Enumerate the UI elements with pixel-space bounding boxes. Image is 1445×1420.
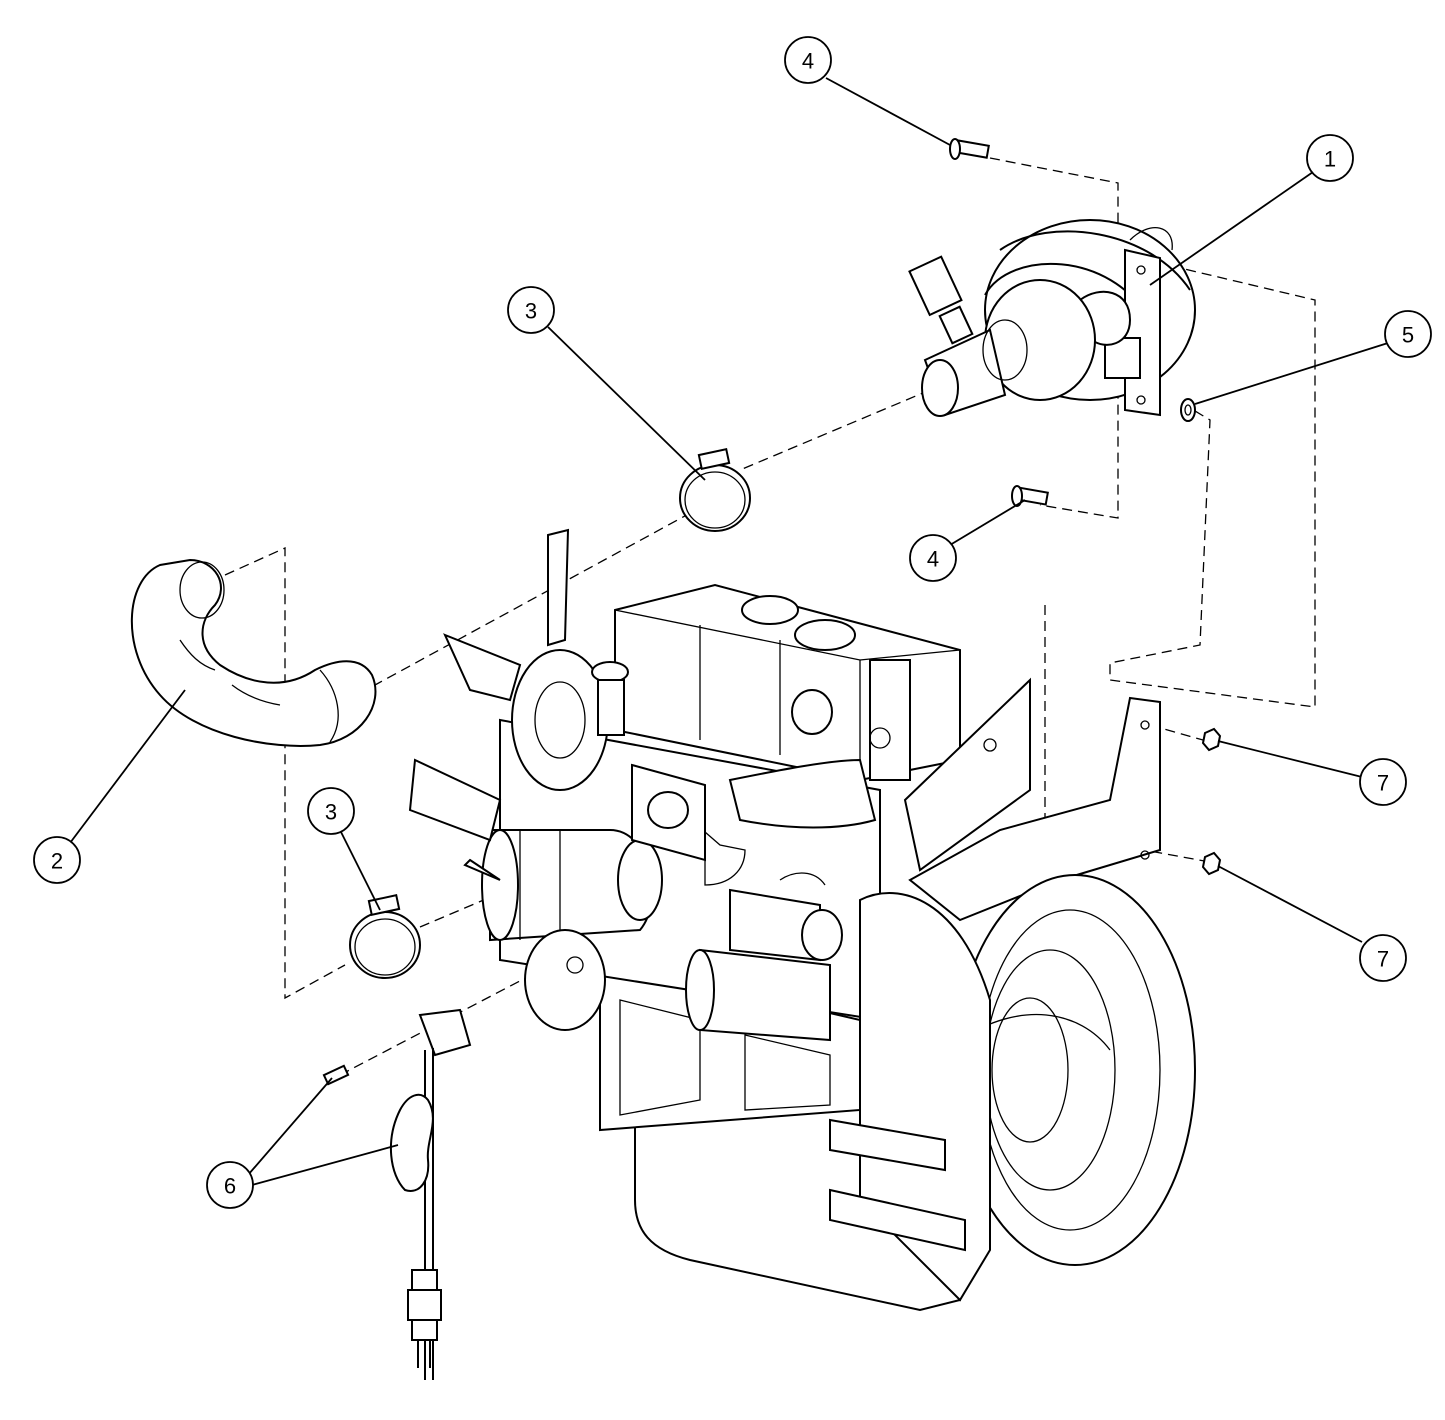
callout-7-low: 7 [1359, 934, 1407, 982]
engine-assembly [408, 528, 1196, 1312]
callout-3-low-label: 3 [325, 800, 337, 825]
nut-top [1201, 727, 1222, 752]
bolt-mid [1011, 485, 1049, 507]
callout-4-top: 4 [784, 36, 832, 84]
callout-3-top-label: 3 [525, 299, 537, 324]
sensor-harness-part [322, 1008, 472, 1380]
hose-part [130, 558, 377, 747]
callout-5: 5 [1384, 310, 1432, 358]
callout-4-mid: 4 [909, 534, 957, 582]
callout-6-label: 6 [224, 1174, 236, 1199]
hose-clamp-top [679, 448, 751, 532]
callout-5-label: 5 [1402, 323, 1414, 348]
bolt-top [949, 138, 990, 160]
callout-1: 1 [1306, 134, 1354, 182]
callout-1-label: 1 [1324, 147, 1336, 172]
callout-7-low-label: 7 [1377, 947, 1389, 972]
callout-2-label: 2 [51, 849, 63, 874]
callout-6: 6 [206, 1161, 254, 1209]
hose-clamp-low [349, 894, 421, 979]
callout-7-top: 7 [1359, 758, 1407, 806]
callout-3-top: 3 [507, 286, 555, 334]
callout-2: 2 [33, 836, 81, 884]
nut-low [1201, 851, 1222, 876]
callout-7-top-label: 7 [1377, 771, 1389, 796]
leader-lines [69, 77, 1389, 1186]
water-pump-part [908, 219, 1196, 417]
washer-part [1180, 398, 1196, 422]
callout-4-top-label: 4 [802, 49, 814, 74]
callout-4-mid-label: 4 [927, 547, 939, 572]
callout-3-low: 3 [307, 787, 355, 835]
